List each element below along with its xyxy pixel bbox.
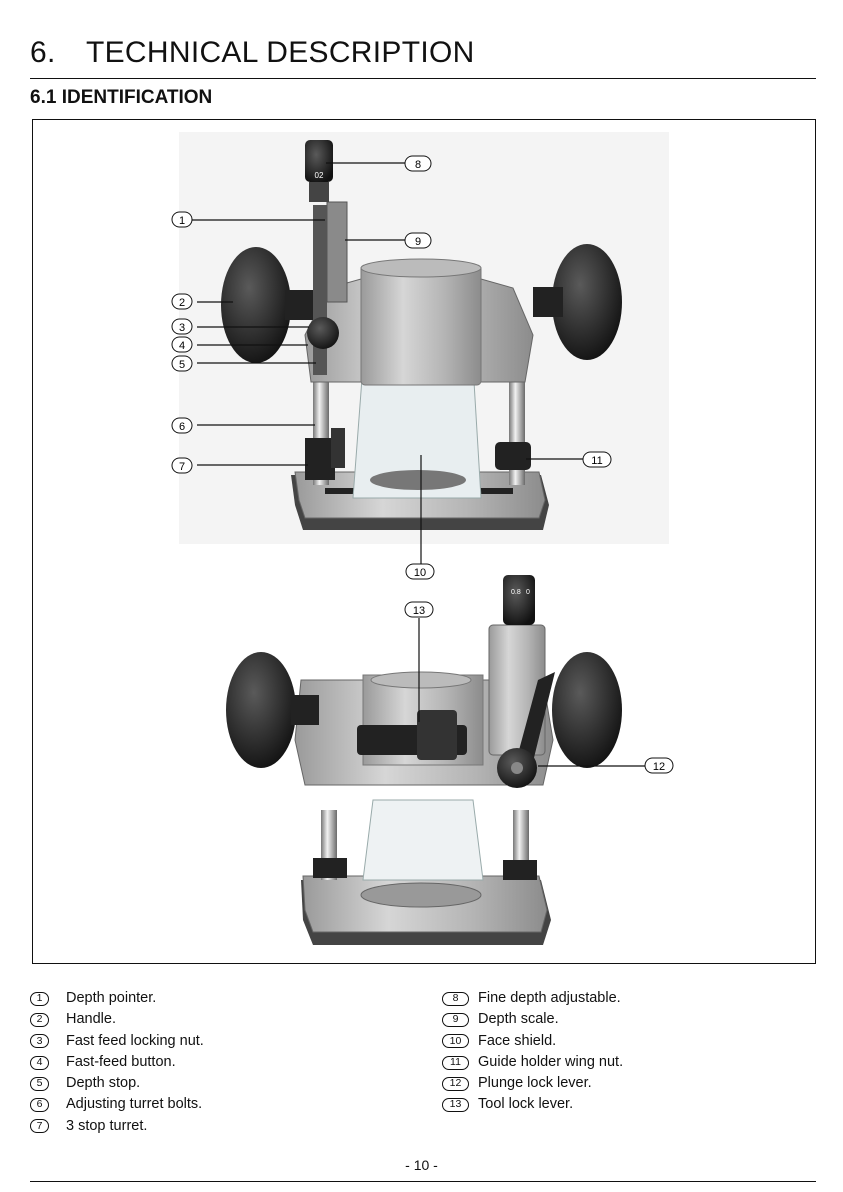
legend-text: Fine depth adjustable. [478, 990, 621, 1006]
callout-10: 10 [405, 563, 435, 580]
legend-number: 11 [442, 1055, 469, 1070]
svg-text:1: 1 [179, 215, 185, 227]
svg-text:3: 3 [179, 322, 185, 334]
legend-number: 12 [442, 1076, 469, 1091]
legend-number: 6 [30, 1098, 49, 1113]
legend-item: 4 Fast-feed button. [30, 1052, 204, 1073]
section-title-text: TECHNICAL DESCRIPTION [86, 36, 475, 69]
svg-text:7: 7 [179, 461, 185, 473]
legend-right: 8 Fine depth adjustable. 9 Depth scale. 10… [442, 988, 623, 1116]
identification-figure: 02 0.8 0 [32, 119, 816, 964]
legend-left: 1 Depth pointer. 2 Handle. 3 Fast feed lock… [30, 988, 204, 1137]
svg-text:11: 11 [591, 455, 602, 467]
callout-11: 11 [582, 451, 612, 468]
legend-number: 7 [30, 1119, 49, 1134]
callout-12: 12 [644, 757, 674, 774]
header-rule [30, 78, 816, 79]
svg-text:2: 2 [179, 297, 185, 309]
legend-text: Adjusting turret bolts. [66, 1096, 203, 1113]
svg-text:4: 4 [179, 340, 185, 352]
svg-text:5: 5 [179, 359, 185, 371]
legend-item: 3 Fast feed locking nut. [30, 1031, 204, 1052]
callout-badges: 1 2 3 4 5 6 7 8 9 10 11 12 13 [171, 155, 674, 774]
callout-6: 6 [171, 417, 193, 434]
svg-text:8: 8 [415, 159, 421, 171]
legend-text: Plunge lock lever. [478, 1075, 592, 1092]
legend-item: 9 Depth scale. [442, 1009, 623, 1030]
callout-4: 4 [171, 336, 193, 353]
svg-text:10: 10 [414, 567, 426, 579]
legend-text: Face shield. [478, 1032, 557, 1049]
legend-number: 2 [30, 1012, 49, 1027]
svg-text:9: 9 [415, 236, 421, 248]
legend-item: 7 3 stop turret. [30, 1116, 204, 1137]
legend-text: Fast feed locking nut. [66, 1032, 204, 1049]
scale-marking-bottom-right: 0 [526, 589, 530, 596]
callout-5: 5 [171, 355, 193, 372]
legend-text: 3 stop turret. [66, 1117, 148, 1134]
legend-text: Depth scale. [478, 1011, 559, 1028]
legend-text: Guide holder wing nut. [478, 1053, 624, 1070]
callout-1: 1 [171, 211, 193, 228]
callouts [192, 162, 645, 767]
scale-marking-top: 02 [315, 171, 324, 180]
svg-text:6: 6 [179, 421, 185, 433]
legend-item: 6 Adjusting turret bolts. [30, 1094, 204, 1115]
legend-item: 11 Guide holder wing nut. [442, 1052, 623, 1073]
callout-3: 3 [171, 318, 193, 335]
legend-number: 4 [30, 1055, 49, 1070]
legend-number: 5 [30, 1076, 49, 1091]
legend-number: 13 [442, 1098, 469, 1113]
callout-9: 9 [404, 232, 432, 249]
router-illustration: 02 0.8 0 [171, 132, 674, 953]
legend-number: 8 [442, 991, 469, 1006]
legend-item: 10 Face shield. [442, 1031, 623, 1052]
callout-13: 13 [404, 601, 434, 618]
section-title: 6. TECHNICAL DESCRIPTION [30, 36, 475, 70]
legend-item: 2 Handle. [30, 1009, 204, 1030]
legend-text: Handle. [66, 1011, 116, 1028]
subsection-title: 6.1 IDENTIFICATION [30, 87, 213, 108]
legend-number: 9 [442, 1012, 469, 1027]
router-front-view: 02 [179, 132, 669, 544]
legend-text: Tool lock lever. [478, 1096, 574, 1113]
legend-item: 12 Plunge lock lever. [442, 1073, 623, 1094]
section-number: 6. [30, 36, 56, 69]
legend-text: Depth stop. [66, 1075, 141, 1092]
scale-marking-bottom-left: 0.8 [511, 589, 521, 596]
legend-item: 1 Depth pointer. [30, 988, 204, 1009]
callout-8: 8 [404, 155, 432, 172]
legend-number: 10 [442, 1034, 469, 1049]
legend-item: 13 Tool lock lever. [442, 1094, 623, 1115]
legend-item: 8 Fine depth adjustable. [442, 988, 623, 1009]
callout-2: 2 [171, 293, 193, 310]
legend-text: Depth pointer. [66, 990, 157, 1006]
callout-7: 7 [171, 457, 193, 474]
legend-item: 5 Depth stop. [30, 1073, 204, 1094]
footer-rule [30, 1181, 816, 1182]
router-rear-view: 0.8 0 [219, 548, 629, 953]
svg-text:13: 13 [413, 605, 425, 617]
page-number: - 10 - [405, 1157, 438, 1173]
legend-text: Fast-feed button. [66, 1053, 176, 1070]
legend-number: 1 [30, 991, 49, 1006]
legend-number: 3 [30, 1034, 49, 1049]
svg-text:12: 12 [653, 761, 665, 773]
